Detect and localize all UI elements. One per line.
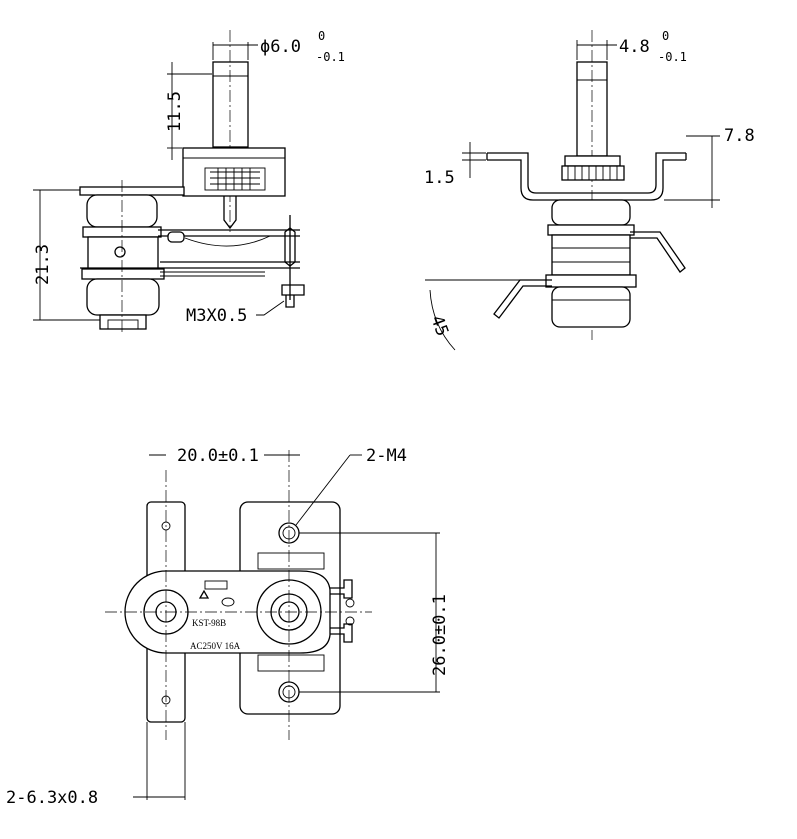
terminal-angle-label: 45 — [426, 313, 452, 339]
mounting-holes-label: 2-M4 — [366, 446, 407, 466]
body-height-label: 21.3 — [33, 244, 53, 285]
front-shaft-tol-upper: 0 — [662, 29, 669, 43]
front-view — [425, 30, 720, 351]
side-view — [33, 30, 305, 335]
bracket-height-label: 7.8 — [724, 126, 755, 146]
front-shaft-tol-lower: -0.1 — [658, 50, 687, 64]
shaft-tol-upper: 0 — [318, 29, 325, 43]
shaft-width-label: 4.8 — [619, 37, 650, 57]
bottom-view — [105, 450, 440, 800]
hole-spacing-label: 26.0±0.1 — [430, 594, 450, 676]
terminal-spacing-label: 20.0±0.1 — [177, 446, 259, 466]
shaft-diameter-label: ϕ6.0 — [260, 37, 301, 57]
bracket-thickness-label: 1.5 — [424, 168, 455, 188]
terminal-size-label: 2-6.3x0.8 — [6, 788, 98, 808]
shaft-length-label: 11.5 — [165, 91, 185, 132]
rating-label: AC250V 16A — [190, 641, 241, 651]
screw-size-label: M3X0.5 — [186, 306, 247, 326]
shaft-tol-lower: -0.1 — [316, 50, 345, 64]
model-label: KST-98B — [192, 618, 226, 628]
